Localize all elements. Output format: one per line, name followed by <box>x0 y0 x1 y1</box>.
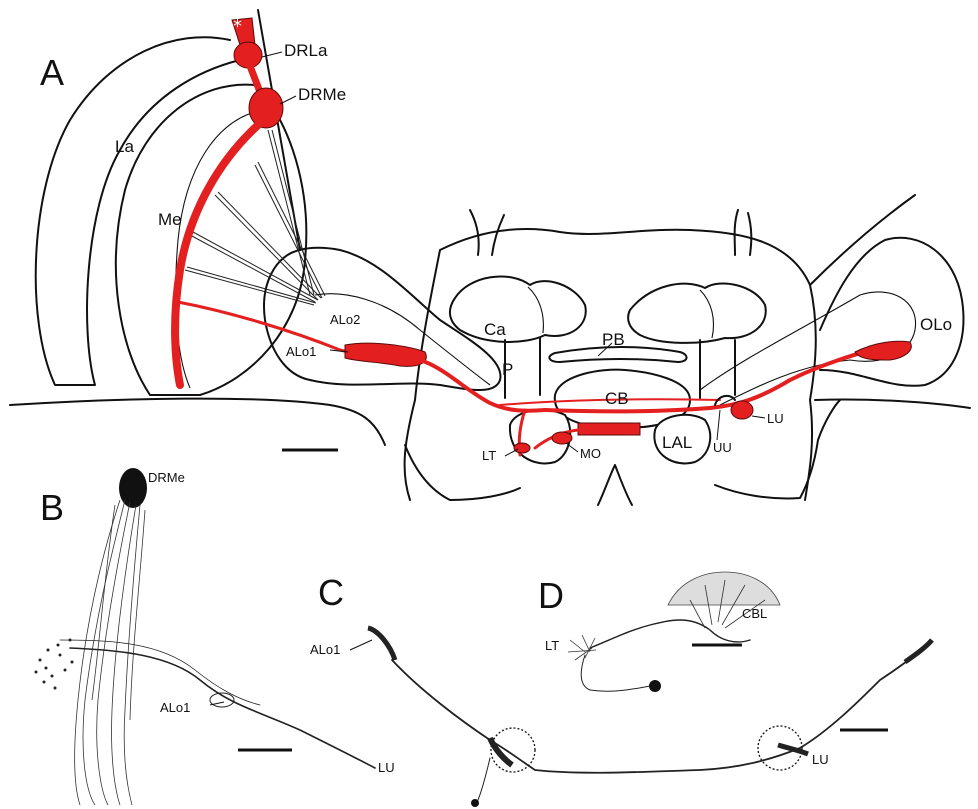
right-antennal-stalk <box>735 210 752 255</box>
medulla-inner-outline <box>176 110 262 388</box>
central-brain-outline <box>405 229 816 500</box>
b-dots <box>35 639 74 690</box>
panel-d-label: D <box>538 575 564 616</box>
label-drla: DRLa <box>284 41 328 60</box>
label-b-drme: DRMe <box>148 470 185 485</box>
label-b-lu: LU <box>378 760 395 775</box>
panel-a: A * DRLa DRMe La Me ALo2 ALo1 Ca PB P CB… <box>10 10 970 505</box>
lt-swelling <box>514 443 530 453</box>
panel-a-label: A <box>40 52 64 93</box>
baseline-left <box>10 399 385 445</box>
red-neuron <box>175 18 911 455</box>
b-fiber-bundle <box>75 500 145 805</box>
label-p: P <box>502 360 513 379</box>
right-calyx-outline <box>628 283 766 342</box>
panel-c-label: C <box>318 572 344 613</box>
oesophagus-notch <box>598 465 632 505</box>
b-main-axon <box>70 648 375 768</box>
label-lu: LU <box>767 411 784 426</box>
medulla-fibers <box>185 130 325 305</box>
drla-to-drme <box>250 66 260 92</box>
label-olo: OLo <box>920 315 952 334</box>
label-alo2: ALo2 <box>330 312 360 327</box>
asterisk-label: * <box>233 16 242 37</box>
label-d-cbl: CBL <box>742 606 767 621</box>
label-la: La <box>115 137 134 156</box>
c-right-arbor <box>905 640 932 662</box>
label-ca: Ca <box>484 320 506 339</box>
medulla-outline <box>116 85 306 395</box>
label-b-alo1: ALo1 <box>160 700 190 715</box>
label-pb: PB <box>602 330 625 349</box>
right-brain-contour <box>810 195 915 285</box>
label-d-lt: LT <box>545 638 559 653</box>
drme-soma-b <box>119 468 147 508</box>
panel-b: B DRMe ALo1 LU <box>35 468 395 805</box>
panel-c: C ALo1 LU <box>310 572 932 807</box>
c-soma-neurite <box>478 758 490 800</box>
central-body-red-fill <box>578 423 640 435</box>
medulla-main-fiber <box>175 125 258 385</box>
mo-swelling <box>552 432 572 444</box>
right-olo-swelling <box>855 341 911 360</box>
label-lt: LT <box>482 448 496 463</box>
left-calyx-outline <box>450 276 586 342</box>
label-uu: UU <box>713 440 732 455</box>
panel-d: D LT CBL <box>538 572 780 692</box>
c-alo1-arbor <box>368 628 395 660</box>
panel-b-label: B <box>40 487 64 528</box>
d-soma-neurite <box>581 655 650 691</box>
lamina-outline <box>36 37 240 385</box>
lu-swelling <box>731 401 753 419</box>
d-cbl-arbor <box>668 572 780 605</box>
label-c-alo1: ALo1 <box>310 642 340 657</box>
d-soma <box>649 680 661 692</box>
label-alo1: ALo1 <box>286 344 316 359</box>
label-drme: DRMe <box>298 85 346 104</box>
lower-contour-left <box>405 445 520 500</box>
right-peduncle <box>700 340 735 398</box>
label-c-lu: LU <box>812 752 829 767</box>
label-mo: MO <box>580 446 601 461</box>
label-lal: LAL <box>662 433 692 452</box>
protocerebral-bridge <box>549 347 686 362</box>
olo-outline <box>820 238 963 386</box>
c-main-axon <box>392 655 915 773</box>
label-cb: CB <box>605 389 629 408</box>
alo1-swelling <box>345 343 426 366</box>
drme-swelling <box>249 88 283 128</box>
label-me: Me <box>158 210 182 229</box>
